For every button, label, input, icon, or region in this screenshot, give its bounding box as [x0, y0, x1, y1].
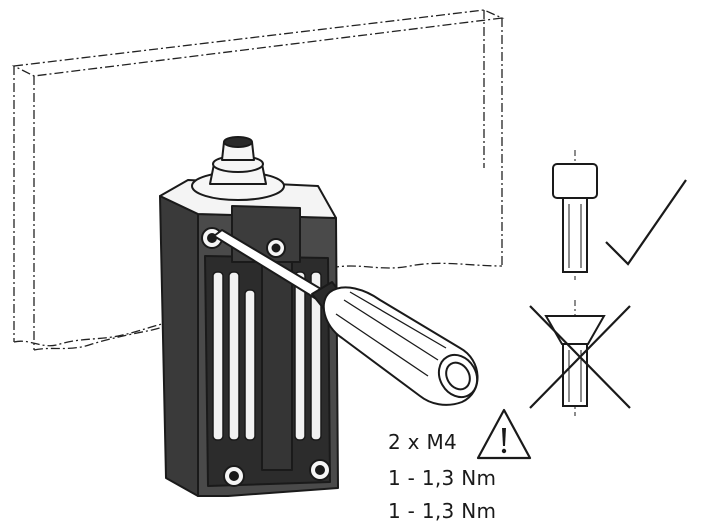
- screwdriver: [213, 229, 479, 406]
- limit-switch: [159, 136, 339, 497]
- cooling-slots: [212, 271, 322, 441]
- warning-triangle-icon: [476, 408, 532, 460]
- cross-icon: [529, 305, 631, 409]
- torque-spec-2: 1 - 1,3 Nm: [388, 499, 497, 523]
- screw-spec: 2 x M4: [388, 430, 458, 454]
- plunger: [191, 136, 285, 201]
- incorrect-screw: [544, 300, 606, 416]
- correct-screw: [552, 150, 598, 280]
- torque-spec-1: 1 - 1,3 Nm: [388, 466, 497, 490]
- switch-side-face: [159, 195, 199, 497]
- checkmark-icon: [605, 179, 687, 266]
